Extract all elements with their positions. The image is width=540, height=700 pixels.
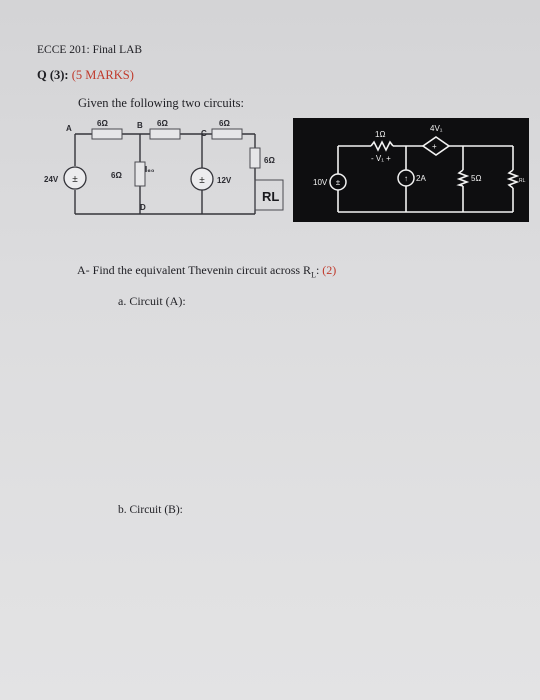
node-label-b: B [137,121,143,130]
resistor-ab [91,128,123,140]
course-title: ECCE 201: Final LAB [37,44,143,56]
svg-text:↑: ↑ [404,174,408,183]
vx-polarity-label: - V₁ + [371,154,391,163]
part-a-subscript: L [311,270,316,280]
node-label-d: D [140,203,146,212]
resistor-label-bc: 6Ω [157,119,168,128]
part-a-marks: (2) [322,263,337,277]
source-label-12v: 12V [217,176,232,185]
load-resistor-b [506,169,520,189]
resistor-c-right [211,128,243,140]
resistor-label-c-right: 6Ω [219,119,230,128]
sub-question-b: b. Circuit (B): [118,504,183,516]
question-number: Q (3): [37,68,69,82]
resistor-label-right-vertical: 6Ω [264,156,275,165]
load-label-b: RL [519,178,526,184]
part-a-text: A- Find the equivalent Thevenin circuit … [77,263,312,277]
resistor-5ohm [456,169,470,187]
resistor-label-ab: 6Ω [97,119,108,128]
circuit-b-diagram: + ± ↑ 1Ω - V₁ + 4V₁ 10V 2A 5Ω RL [293,118,529,222]
question-heading: Q (3): (5 MARKS) [37,68,134,83]
resistor-bc [149,128,181,140]
current-source-2a [397,169,415,187]
svg-text:±: ± [72,174,78,185]
svg-text:+: + [432,142,437,151]
part-a-tail: : [315,263,320,277]
source-label-2a: 2A [416,174,426,183]
resistor-label-1ohm: 1Ω [375,130,385,139]
load-label-a: RL [262,189,279,204]
dependent-source-diamond [421,136,451,156]
dep-source-label: 4V₁ [430,124,443,133]
svg-text:±: ± [199,175,205,186]
question-marks: (5 MARKS) [71,68,134,82]
node-label-c: C [201,129,207,138]
part-a-instruction: A- Find the equivalent Thevenin circuit … [77,263,336,279]
voltage-source-12v [190,167,214,191]
resistor-b-vertical [134,161,146,187]
node-label-a: A [66,124,72,133]
resistor-label-b-vertical: 6Ω [111,171,122,180]
resistor-label-5ohm: 5Ω [471,174,481,183]
intro-text: Given the following two circuits: [78,96,244,110]
voltage-source-24v [63,166,87,190]
source-label-10v: 10V [313,178,328,187]
svg-text:±: ± [336,178,341,187]
source-label-24v: 24V [44,175,59,184]
current-label: I₆₀ [145,165,155,174]
voltage-source-10v [329,173,347,191]
resistor-1ohm [370,140,394,152]
load-resistor-box [254,179,284,211]
resistor-right-vertical [249,147,261,169]
sub-question-a: a. Circuit (A): [118,294,186,308]
